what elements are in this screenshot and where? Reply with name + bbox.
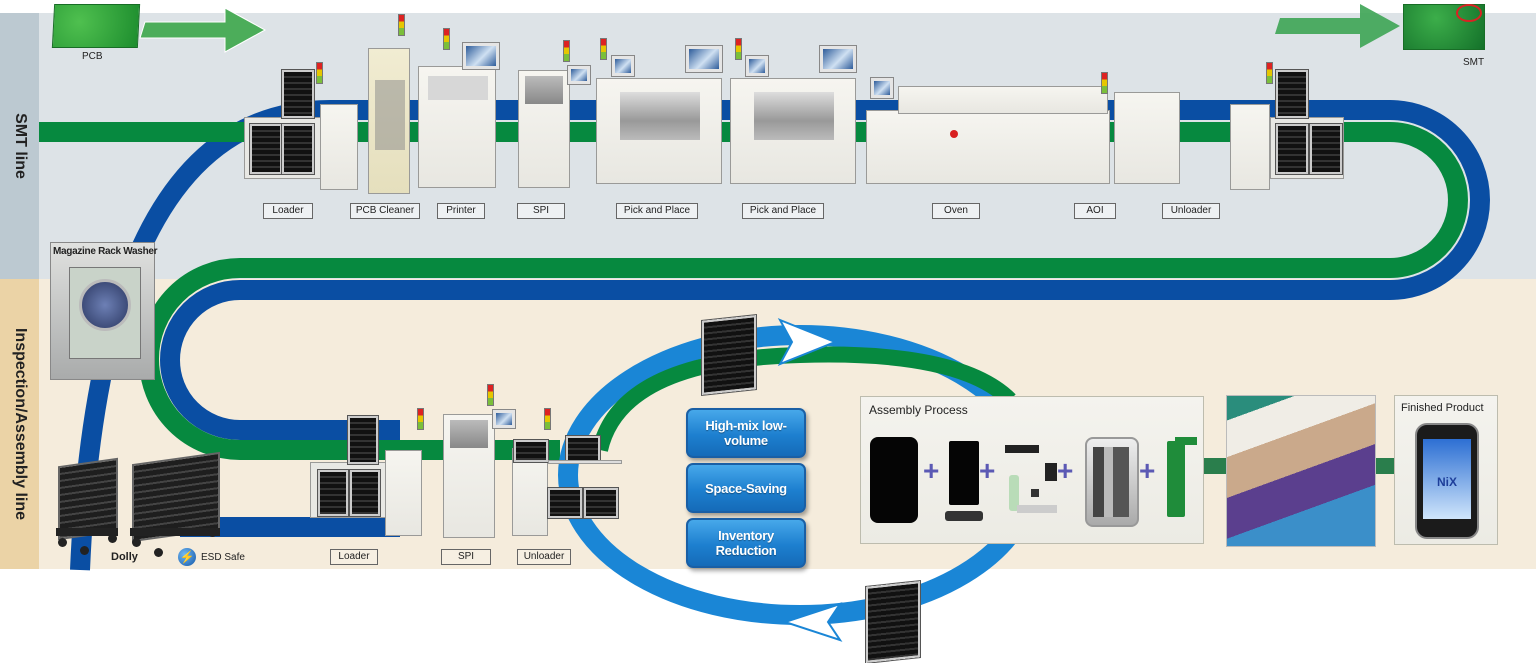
smt-label-loader: Loader — [263, 203, 313, 219]
smt-label: SMT — [1463, 57, 1485, 68]
esd-safe-label: ESD Safe — [201, 552, 245, 563]
feature-inventory-reduction[interactable]: Inventory Reduction — [686, 518, 806, 568]
smt-label-pick-and-place-1: Pick and Place — [616, 203, 698, 219]
assembly-label-unloader: Unloader — [517, 549, 571, 565]
loop-arrow-bottom — [781, 602, 843, 642]
output-arrow-icon — [1275, 4, 1400, 48]
smt-label-spi: SPI — [517, 203, 565, 219]
plus-icon: + — [1139, 455, 1156, 486]
assembly-process-panel: Assembly Process + + + + — [860, 396, 1204, 544]
battery-image — [949, 441, 979, 505]
assembly-line-side-tab: Inspection/Assembly line — [0, 279, 39, 569]
dolly-label: Dolly — [111, 551, 138, 563]
back-cover-image — [870, 437, 918, 523]
plus-icon: + — [1057, 455, 1074, 486]
lightning-bolt-icon: ⚡ — [178, 548, 196, 566]
assembly-process-title: Assembly Process — [869, 403, 968, 417]
smt-label-unloader: Unloader — [1162, 203, 1220, 219]
plus-icon: + — [923, 455, 940, 486]
highlight-circle-icon — [1456, 4, 1482, 22]
feature-space-saving[interactable]: Space-Saving — [686, 463, 806, 513]
nix-logo: NiX — [1436, 475, 1457, 489]
frame-image — [1085, 437, 1139, 527]
vibration-motor-image — [945, 511, 983, 521]
loop-arrow-top — [777, 318, 838, 366]
flex-components-image — [1005, 441, 1067, 517]
circuit-board-image — [1167, 437, 1197, 517]
assembly-operator-photo — [1226, 395, 1376, 547]
smt-label-oven: Oven — [932, 203, 980, 219]
smt-label-pick-and-place-2: Pick and Place — [742, 203, 824, 219]
conveyor-path-green — [39, 122, 1468, 460]
connector-assembly-to-photo — [1203, 458, 1227, 474]
magazine-rack-top — [702, 315, 756, 395]
assembly-label-loader: Loader — [330, 549, 378, 565]
pcb-label: PCB — [82, 51, 103, 62]
finished-product-title: Finished Product — [1401, 402, 1484, 414]
return-path-blue — [70, 100, 1490, 571]
smt-label-pcb-cleaner: PCB Cleaner — [350, 203, 420, 219]
smt-label-printer: Printer — [437, 203, 485, 219]
assembly-label-spi: SPI — [441, 549, 491, 565]
feature-high-mix-low-volume[interactable]: High-mix low-volume — [686, 408, 806, 458]
smartphone-image: NiX — [1415, 423, 1479, 539]
plus-icon: + — [979, 455, 996, 486]
finished-product-panel: Finished Product NiX — [1394, 395, 1498, 545]
input-arrow-icon — [139, 7, 267, 53]
smt-label-aoi: AOI — [1074, 203, 1116, 219]
smt-line-side-tab: SMT line — [0, 13, 39, 279]
washer-label: Magazine Rack Washer — [53, 246, 158, 257]
connector-photo-to-product — [1374, 458, 1396, 474]
pcb-image — [51, 4, 141, 48]
magazine-rack-washer[interactable]: Magazine Rack Washer — [50, 242, 158, 380]
magazine-rack-bottom — [866, 581, 920, 663]
